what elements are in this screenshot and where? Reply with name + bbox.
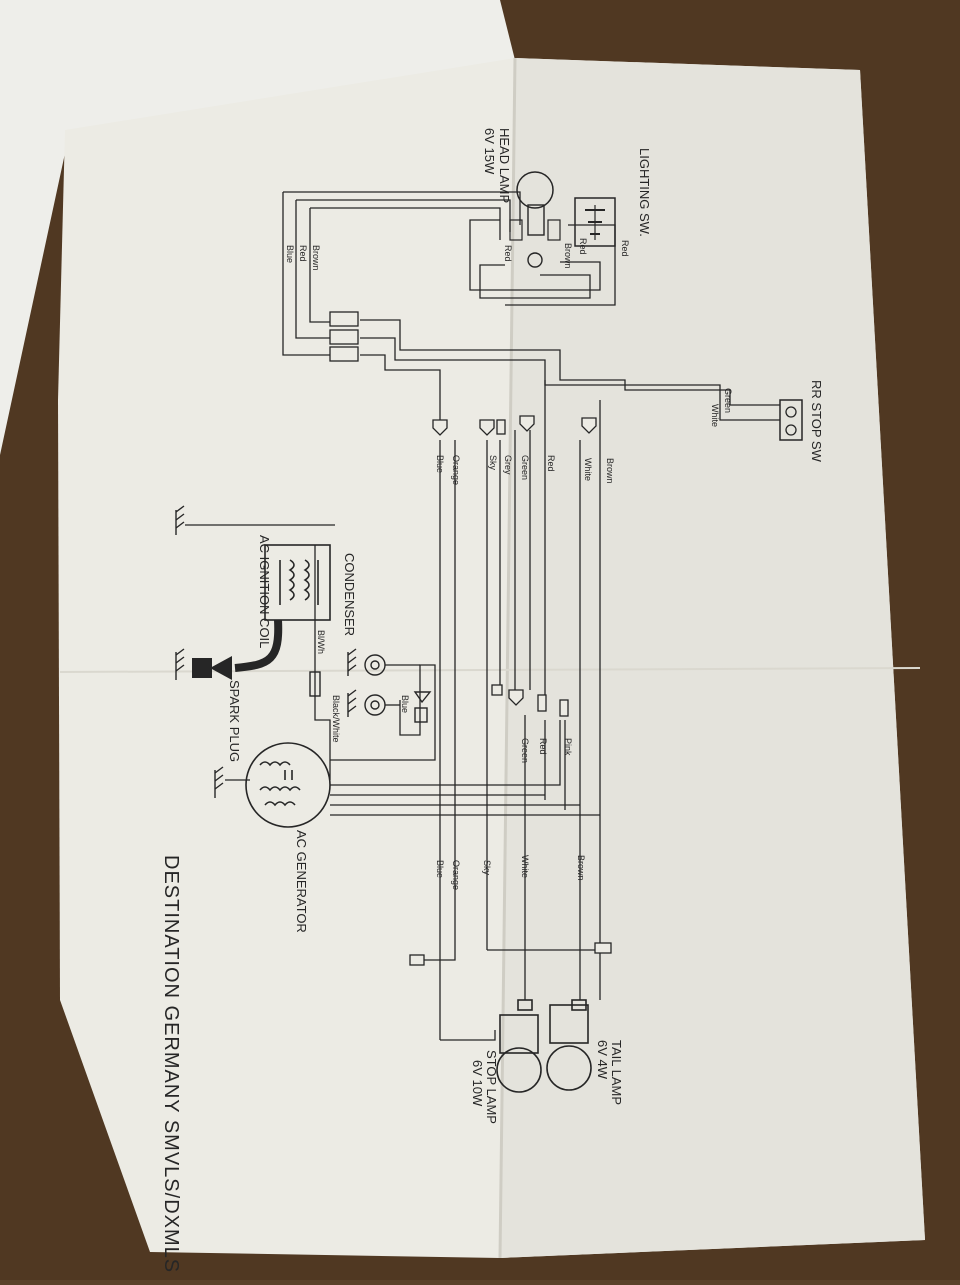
stop-lamp-label: STOP LAMP xyxy=(484,1050,499,1124)
wires xyxy=(185,191,780,1041)
wire-label-blue-2: Blue xyxy=(435,455,445,473)
wire-label-orange-2: Orange xyxy=(451,860,461,890)
ignition-coil-label: AC IGNITION COIL xyxy=(257,535,272,648)
ground-symbols xyxy=(175,505,357,798)
wire-label-red-6: Red xyxy=(538,738,548,755)
fold-crease xyxy=(498,57,517,1259)
wire-label-red-3: Red xyxy=(503,245,513,262)
underlying-sheet xyxy=(0,0,515,455)
head-lamp-label: HEAD LAMP xyxy=(497,128,512,203)
wire-label-grey: Grey xyxy=(503,455,513,475)
wire-label-blue-4: Blue xyxy=(435,860,445,878)
wire-label-white-1: White xyxy=(710,404,720,427)
paper-right-half xyxy=(500,58,925,1258)
condenser-label: CONDENSER xyxy=(342,553,357,636)
wire-label-green-2: Green xyxy=(520,455,530,480)
wire-label-red-1: Red xyxy=(620,240,630,257)
ac-generator xyxy=(245,742,331,828)
lighting-switch xyxy=(574,197,616,247)
spark-plug-label: SPARK PLUG xyxy=(227,680,242,762)
tail-lamp-rating: 6V 4W xyxy=(595,1040,610,1080)
wire-label-red-4: Red xyxy=(298,245,308,262)
head-lamp-rating: 6V 15W xyxy=(482,128,497,175)
rr-stop-switch xyxy=(779,399,803,441)
wire-label-brown-3: Brown xyxy=(605,458,615,484)
wire-label-pink: Pink xyxy=(563,738,573,756)
rear-lamps xyxy=(496,999,592,1093)
regulator-parts xyxy=(309,654,432,723)
wire-label-green-3: Green xyxy=(520,738,530,763)
connector-block xyxy=(329,311,359,362)
lighting-switch-label: LIGHTING SW. xyxy=(637,148,652,237)
wire-label-red-2: Red xyxy=(578,238,588,255)
tail-lamp-label: TAIL LAMP xyxy=(609,1040,624,1105)
wire-label-white-2: White xyxy=(583,458,593,481)
wire-label-bl-wh: Bl/Wh xyxy=(316,630,326,654)
wire-label-brown-2: Brown xyxy=(311,245,321,271)
head-lamp-bulb xyxy=(509,171,561,268)
wire-label-red-5: Red xyxy=(546,455,556,472)
wire-label-black-white: Black/White xyxy=(331,695,341,743)
generator-label: AC GENERATOR xyxy=(294,830,309,933)
wire-label-orange-1: Orange xyxy=(451,455,461,485)
wire-label-sky-2: Sky xyxy=(482,860,492,876)
wire-label-green-1: Green xyxy=(723,388,733,413)
ignition-coil xyxy=(264,544,331,621)
stop-lamp-rating: 6V 10W xyxy=(470,1060,485,1107)
wire-labels: Red Red Brown Red Brown Red Blue Green W… xyxy=(285,238,733,890)
wire-label-sky-1: Sky xyxy=(488,455,498,471)
bullet-connectors xyxy=(409,415,612,966)
spark-plug-lead xyxy=(192,619,283,680)
rr-stop-switch-label: RR STOP SW xyxy=(809,380,824,463)
wire-label-blue-3: Blue xyxy=(400,695,410,713)
wire-label-white-3: White xyxy=(520,855,530,878)
diagram-title: DESTINATION GERMANY SMVLS/DXMLS xyxy=(160,855,182,1273)
wire-label-blue-1: Blue xyxy=(285,245,295,263)
wire-label-brown-1: Brown xyxy=(563,243,573,269)
wire-label-brown-4: Brown xyxy=(576,855,586,881)
